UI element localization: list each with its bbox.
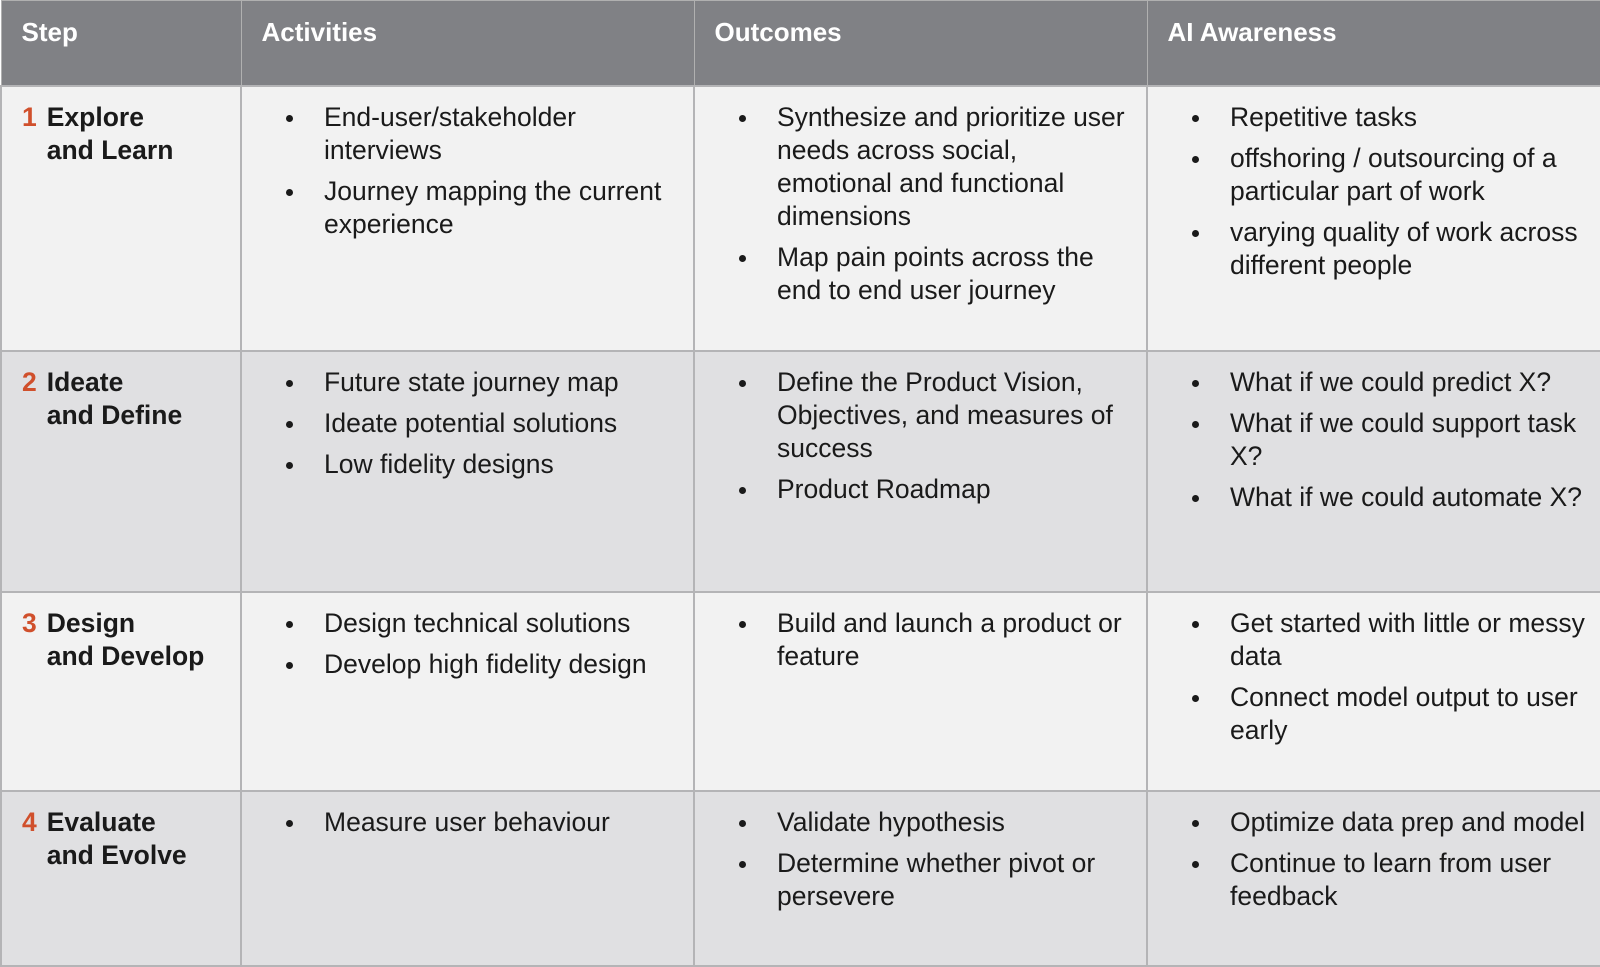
outcomes-cell: Synthesize and prioritize user needs acr… [693, 85, 1148, 352]
list-item: What if we could support task X? [1168, 407, 1588, 473]
header-ai-awareness: AI Awareness [1146, 0, 1600, 87]
step-subtitle: and Learn [46, 135, 174, 165]
activities-cell: Measure user behaviour [240, 790, 695, 967]
list-item: Synthesize and prioritize user needs acr… [715, 101, 1134, 233]
list-item: Repetitive tasks [1168, 101, 1588, 134]
step-subtitle: and Define [46, 400, 183, 430]
step-number: 4 [22, 807, 37, 837]
list-item: Develop high fidelity design [262, 648, 681, 681]
list-item: Connect model output to user early [1168, 681, 1588, 747]
step-subtitle: and Evolve [46, 840, 187, 870]
list-item: Get started with little or messy data [1168, 607, 1588, 673]
header-activities: Activities [240, 0, 695, 87]
list-item: Optimize data prep and model [1168, 806, 1588, 839]
step-number: 1 [22, 102, 37, 132]
ai-awareness-cell: Repetitive tasks offshoring / outsourcing… [1146, 85, 1600, 352]
list-item: Product Roadmap [715, 473, 1134, 506]
list-item: End-user/stakeholder interviews [262, 101, 681, 167]
list-item: offshoring / outsourcing of a particular… [1168, 142, 1588, 208]
header-step: Step [0, 0, 242, 87]
list-item: Future state journey map [262, 366, 681, 399]
list-item: What if we could automate X? [1168, 481, 1588, 514]
list-item: Map pain points across the end to end us… [715, 241, 1134, 307]
ai-awareness-cell: What if we could predict X? What if we co… [1146, 350, 1600, 593]
list-item: Design technical solutions [262, 607, 681, 640]
step-number: 2 [22, 367, 37, 397]
outcomes-cell: Build and launch a product or feature [693, 591, 1148, 792]
step-subtitle: and Develop [46, 641, 205, 671]
list-item: Define the Product Vision, Objectives, a… [715, 366, 1134, 465]
step-title: Ideate [46, 367, 124, 397]
list-item: Low fidelity designs [262, 448, 681, 481]
list-item: Measure user behaviour [262, 806, 681, 839]
step-title: Design [46, 608, 136, 638]
list-item: Determine whether pivot or persevere [715, 847, 1134, 913]
step-number: 3 [22, 608, 37, 638]
list-item: Build and launch a product or feature [715, 607, 1134, 673]
header-row: Step Activities Outcomes AI Awareness [0, 0, 1600, 87]
list-item: Journey mapping the current experience [262, 175, 681, 241]
list-item: varying quality of work across different… [1168, 216, 1588, 282]
outcomes-cell: Define the Product Vision, Objectives, a… [693, 350, 1148, 593]
list-item: Continue to learn from user feedback [1168, 847, 1588, 913]
header-outcomes: Outcomes [693, 0, 1148, 87]
list-item: Validate hypothesis [715, 806, 1134, 839]
list-item: What if we could predict X? [1168, 366, 1588, 399]
step-title: Explore [46, 102, 144, 132]
step-title: Evaluate [46, 807, 156, 837]
list-item: Ideate potential solutions [262, 407, 681, 440]
